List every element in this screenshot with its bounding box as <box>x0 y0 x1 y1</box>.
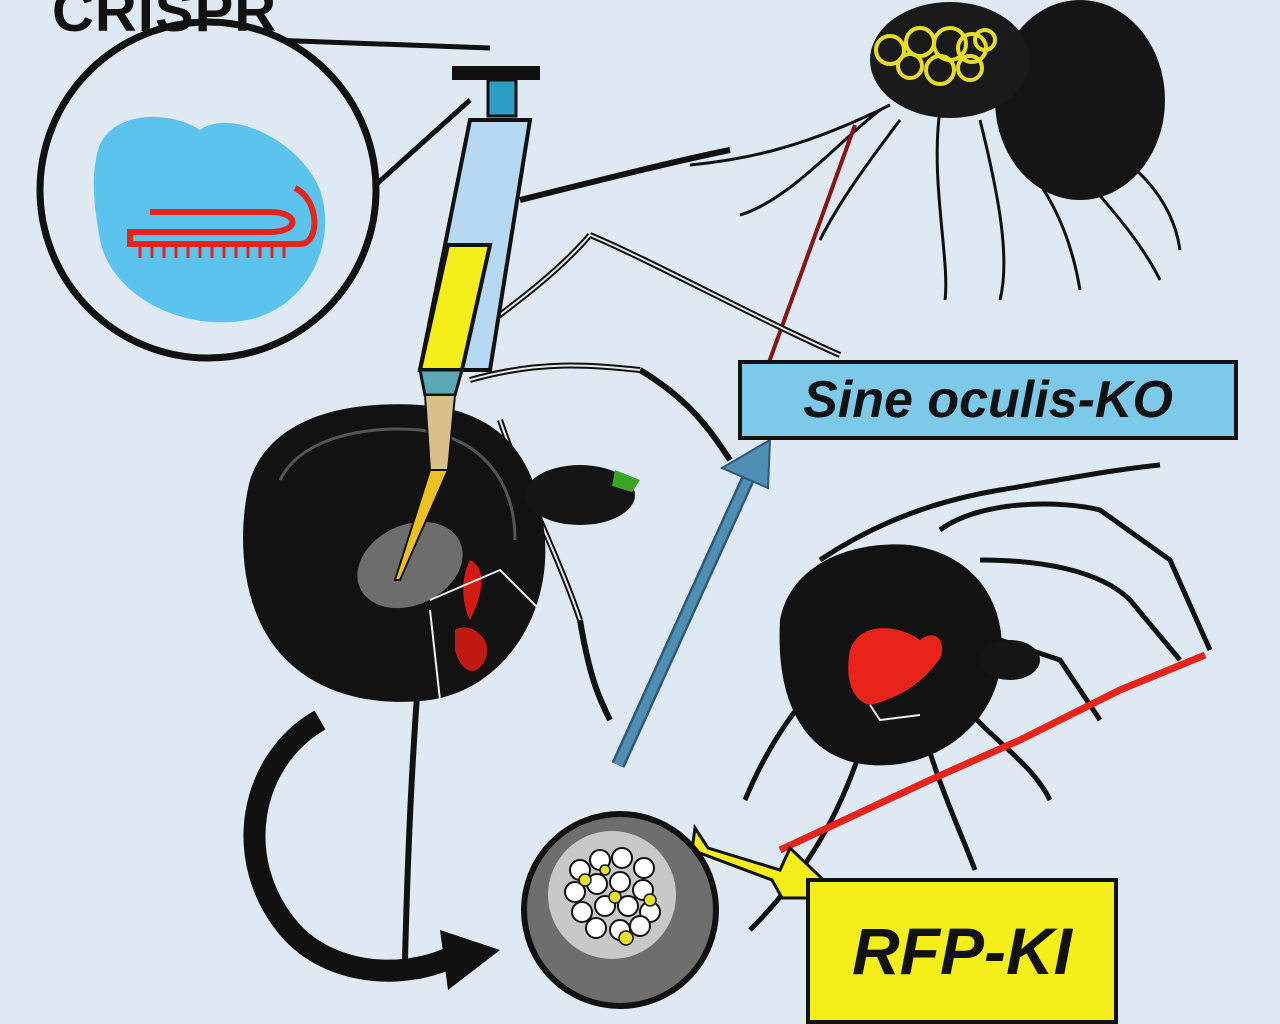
spider-right-icon <box>742 462 1213 932</box>
crispr-payload-circle-icon <box>36 18 380 362</box>
curved-arrow-icon <box>243 710 500 990</box>
knockout-label-box: Sine oculis-KO <box>738 360 1238 440</box>
spider-top-right-icon <box>689 0 1182 301</box>
knockout-label: Sine oculis-KO <box>803 371 1173 429</box>
callout-lines <box>269 37 491 192</box>
blue-arrow-icon <box>611 438 772 768</box>
knockin-label: RFP-KI <box>852 914 1072 988</box>
egg-sac-icon <box>521 811 719 1009</box>
spider-main-icon <box>243 404 640 702</box>
knockin-label-box: RFP-KI <box>806 878 1118 1024</box>
rfp-red-line <box>778 651 1207 854</box>
ko-pointer-line <box>762 124 857 373</box>
syringe-icon <box>393 66 540 581</box>
page-title: CRISPR <box>52 0 278 44</box>
